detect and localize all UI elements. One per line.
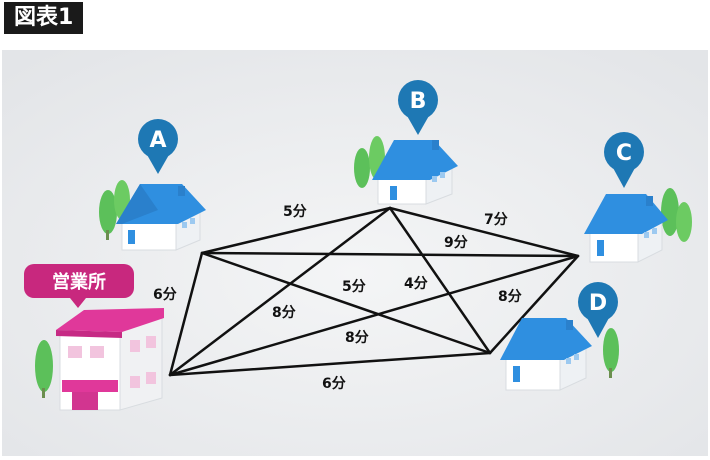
edge-b-d <box>388 206 492 355</box>
office-building <box>56 308 164 411</box>
edge-b-office <box>168 206 392 377</box>
office-label-text: 営業所 <box>52 271 106 293</box>
edge-label: 5分 <box>342 279 366 295</box>
pin-b: B <box>398 80 438 135</box>
figure-label: 図表1 <box>4 2 84 34</box>
route-lines <box>168 206 580 377</box>
edge-c-d <box>488 254 580 355</box>
edge-label: 8分 <box>345 330 369 346</box>
tree-office-left <box>35 340 53 398</box>
edge-label: 8分 <box>498 289 522 305</box>
house-a <box>116 184 206 251</box>
edge-a-office <box>168 251 204 377</box>
house-b <box>372 140 458 205</box>
edge-label: 9分 <box>444 235 468 251</box>
pin-letter: C <box>616 141 632 166</box>
house-c <box>584 194 668 263</box>
house-d <box>500 318 592 391</box>
edge-label: 8分 <box>272 305 296 321</box>
pin-c: C <box>604 132 644 188</box>
edge-office-d <box>168 351 492 377</box>
pin-letter: A <box>149 128 166 153</box>
edge-label: 7分 <box>484 212 508 228</box>
edge-c-office <box>168 254 580 377</box>
pin-letter: D <box>589 291 607 316</box>
edge-label: 5分 <box>283 204 307 220</box>
pin-d: D <box>578 282 618 338</box>
edge-a-b <box>200 206 392 255</box>
tree-left-a <box>99 190 117 240</box>
tree-d-right <box>603 328 619 378</box>
edge-label: 6分 <box>153 287 177 303</box>
pin-letter: B <box>410 89 427 114</box>
edge-a-d <box>200 251 492 355</box>
edge-label: 6分 <box>322 376 346 392</box>
edge-a-c <box>200 251 580 258</box>
edge-label: 4分 <box>404 276 428 292</box>
tree-c-right <box>661 188 692 242</box>
edge-b-c <box>388 206 580 258</box>
pin-a: A <box>138 119 178 174</box>
office-label: 営業所 <box>24 264 134 308</box>
